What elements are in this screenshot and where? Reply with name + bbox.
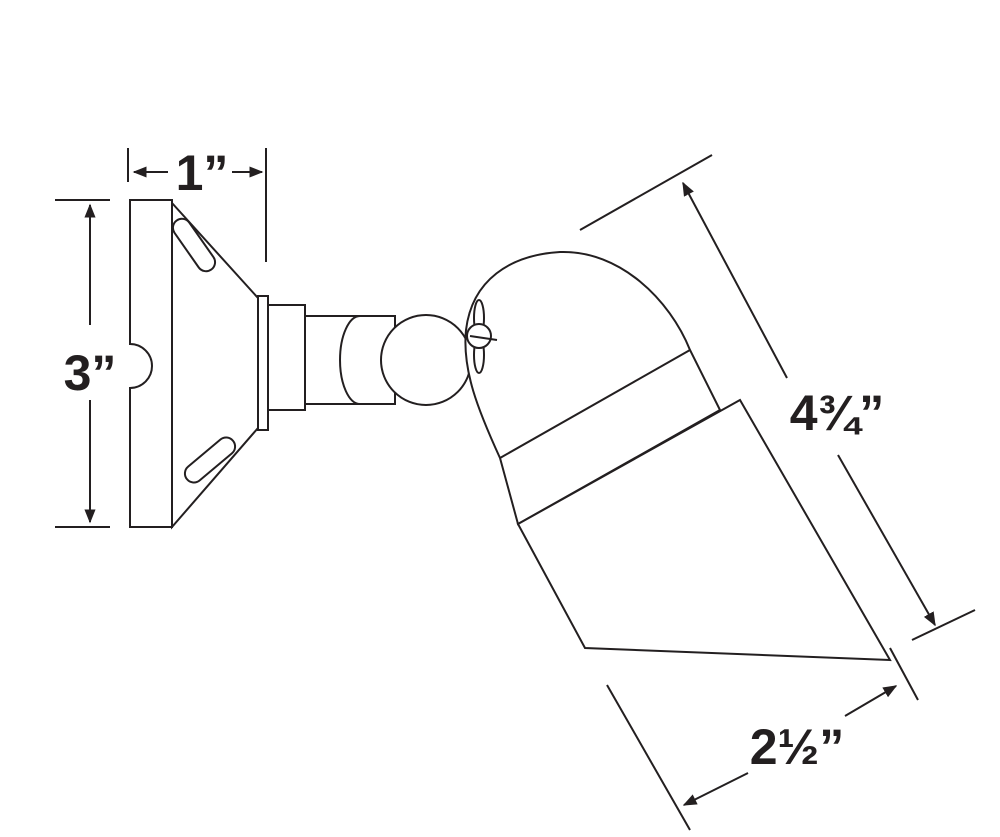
swivel-knuckle [304, 314, 472, 406]
head-width-label: 2½” [750, 719, 845, 775]
head-length-label: 4¾” [790, 385, 885, 441]
wing-nut-icon [466, 299, 498, 374]
mounting-slot-top [171, 217, 217, 273]
mounting-slot-bottom [183, 436, 237, 484]
base-height-label: 3” [64, 345, 117, 401]
head-width-dimension: 2½” [606, 647, 919, 831]
base-depth-label: 1” [176, 145, 229, 201]
base-height-dimension: 3” [55, 199, 117, 528]
head-length-dimension: 4¾” [579, 154, 976, 641]
lamp-head [464, 250, 892, 662]
mounting-base [129, 199, 306, 530]
base-depth-dimension: 1” [127, 145, 267, 262]
